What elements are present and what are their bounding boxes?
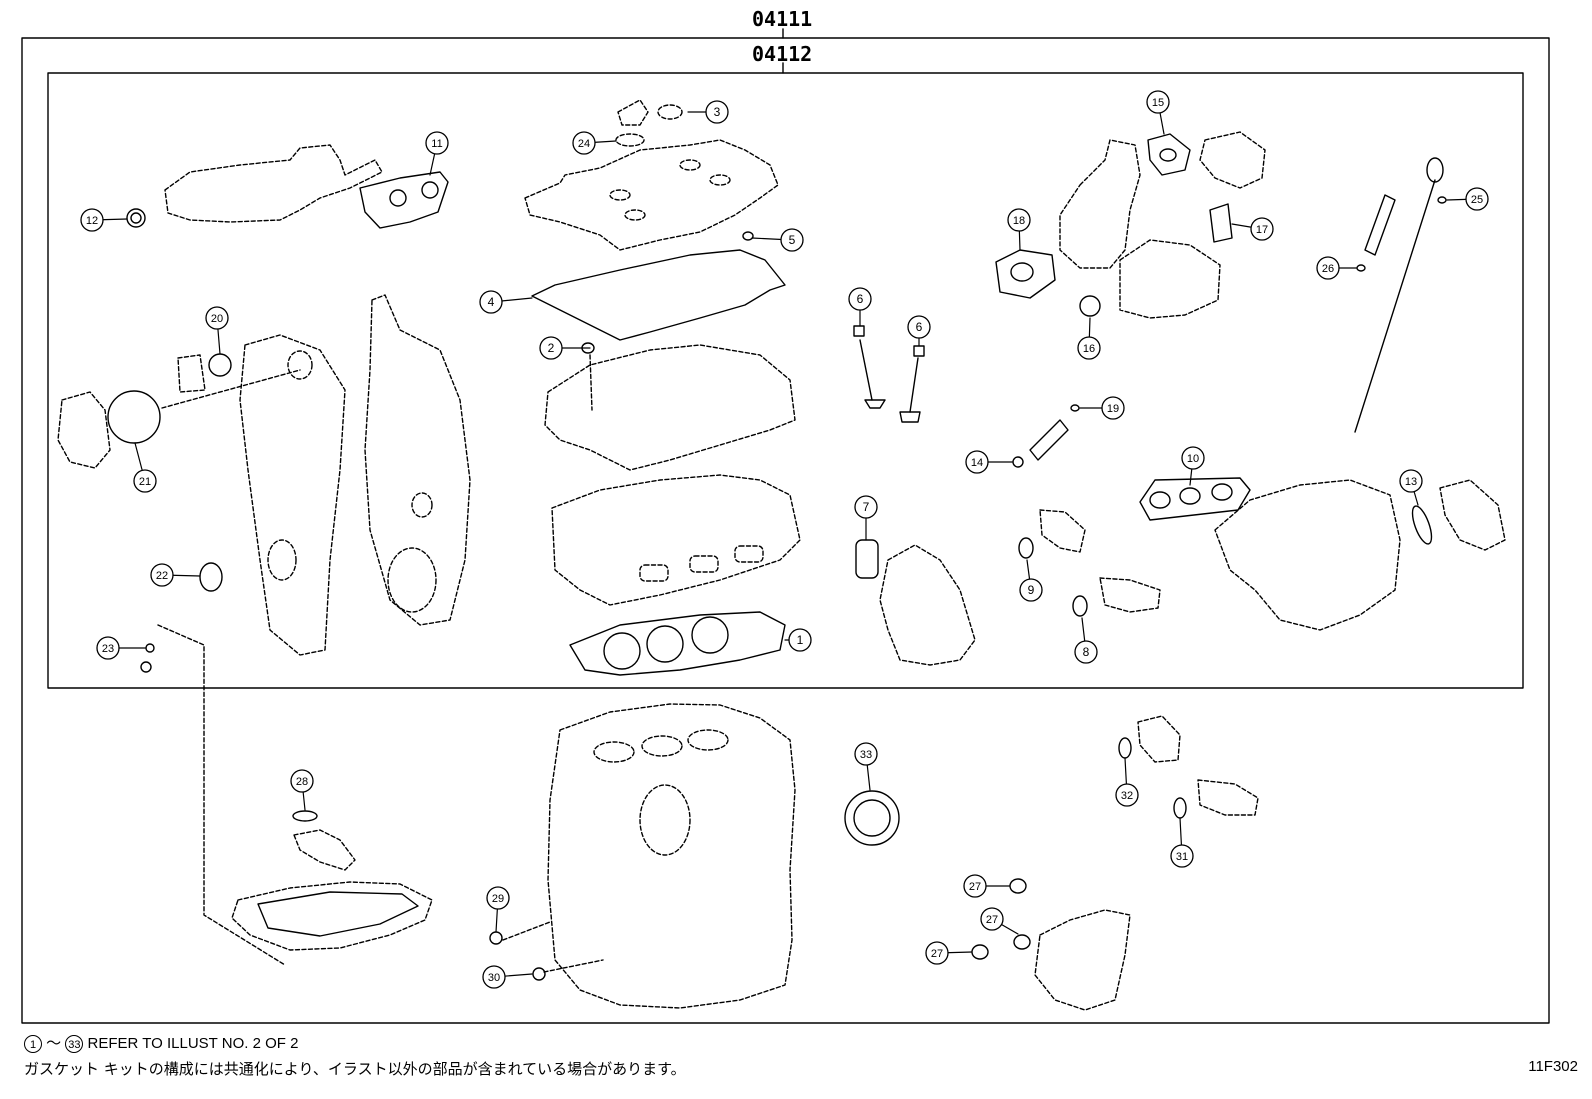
part-callout-circle bbox=[150, 563, 174, 587]
japanese-note: ガスケット キットの構成には共通化により、イラスト以外の部品が含まれている場合が… bbox=[24, 1060, 686, 1078]
cylinder-block-drawing bbox=[547, 703, 796, 1009]
part-callout-circle bbox=[479, 290, 503, 314]
part-callout-circle bbox=[290, 769, 314, 793]
part-callout-circle bbox=[963, 874, 987, 898]
part-callout-number: 7 bbox=[863, 500, 870, 514]
part-callout-number: 32 bbox=[1121, 790, 1133, 802]
camshaft-housing-drawing bbox=[544, 344, 796, 471]
part-callout-number: 2 bbox=[548, 341, 555, 355]
part-callout-number: 25 bbox=[1471, 194, 1483, 206]
part-callout-circle bbox=[80, 208, 104, 232]
part-callout-circle bbox=[1007, 208, 1031, 232]
part-callout-circle bbox=[1115, 783, 1139, 807]
part-callout-number: 28 bbox=[296, 776, 308, 788]
part-callout-number: 27 bbox=[986, 914, 998, 926]
part-callout-number: 27 bbox=[969, 881, 981, 893]
part-callout-number: 1 bbox=[797, 633, 804, 647]
head-gasket-drawing bbox=[569, 611, 786, 676]
part-callout-number: 29 bbox=[492, 893, 504, 905]
part-callout-number: 12 bbox=[86, 215, 98, 227]
part-callout-number: 19 bbox=[1107, 403, 1119, 415]
part-drawings bbox=[57, 99, 1506, 1011]
cylinder-head-drawing bbox=[551, 474, 801, 606]
part-callout-number: 18 bbox=[1013, 215, 1025, 227]
part-callout-circle bbox=[848, 287, 872, 311]
part-callout-number: 26 bbox=[1322, 263, 1334, 275]
part-callout-number: 33 bbox=[860, 749, 872, 761]
part-callout-circle bbox=[1146, 90, 1170, 114]
part-callout-number: 15 bbox=[1152, 97, 1164, 109]
part-callout-number: 20 bbox=[211, 313, 223, 325]
part-callout-number: 23 bbox=[102, 643, 114, 655]
timing-cover-right-drawing bbox=[364, 294, 471, 626]
refer-note: 1 ～ 33 REFER TO ILLUST NO. 2 OF 2 bbox=[24, 1032, 299, 1054]
part-callout-circle bbox=[482, 965, 506, 989]
part-callout-circle bbox=[1019, 578, 1043, 602]
part-callout-number: 31 bbox=[1176, 851, 1188, 863]
intake-manifold-drawing bbox=[1214, 479, 1401, 631]
part-callout-circle bbox=[96, 636, 120, 660]
timing-cover-left-drawing bbox=[239, 334, 346, 656]
part-callout-number: 3 bbox=[714, 105, 721, 119]
part-callout-number: 27 bbox=[931, 948, 943, 960]
part-callout-number: 8 bbox=[1083, 645, 1090, 659]
part-callout-circle bbox=[425, 131, 449, 155]
part-callout-circle bbox=[205, 306, 229, 330]
outer-code-label: 04111 bbox=[752, 7, 813, 31]
part-callout-circle bbox=[980, 907, 1004, 931]
part-callout-number: 5 bbox=[789, 233, 796, 247]
part-callout-number: 22 bbox=[156, 570, 168, 582]
part-callout-circle bbox=[925, 941, 949, 965]
part-callout-circle bbox=[1101, 396, 1125, 420]
valve-cover-gasket-drawing bbox=[531, 249, 786, 341]
range-separator: ～ bbox=[46, 1035, 62, 1052]
part-callout-circle bbox=[788, 628, 812, 652]
part-callout-circle bbox=[486, 886, 510, 910]
valve-cover-drawing bbox=[524, 139, 779, 251]
part-callout-circle bbox=[907, 315, 931, 339]
part-callout-number: 16 bbox=[1083, 343, 1095, 355]
part-callout-number: 6 bbox=[916, 320, 923, 334]
part-callout-circle bbox=[1465, 187, 1489, 211]
refer-text: REFER TO ILLUST NO. 2 OF 2 bbox=[87, 1035, 299, 1052]
part-callout-number: 6 bbox=[857, 292, 864, 306]
part-callout-circle bbox=[1077, 336, 1101, 360]
part-callout-number: 17 bbox=[1256, 224, 1268, 236]
part-callout-circle bbox=[965, 450, 989, 474]
exhaust-manifold-drawing bbox=[164, 144, 383, 223]
inner-frame-04112 bbox=[47, 72, 1524, 689]
part-callout-number: 30 bbox=[488, 972, 500, 984]
oil-pan-drawing bbox=[231, 881, 433, 951]
part-callout-circle bbox=[133, 469, 157, 493]
part-callout-number: 4 bbox=[488, 295, 495, 309]
part-callout-circle bbox=[1316, 256, 1340, 280]
part-callouts: 1234566789101112131415161718192021222324… bbox=[80, 90, 1489, 989]
part-callout-number: 21 bbox=[139, 476, 151, 488]
part-callout-number: 14 bbox=[971, 457, 983, 469]
part-callout-circle bbox=[572, 131, 596, 155]
part-callout-circle bbox=[705, 100, 729, 124]
part-callout-circle bbox=[854, 495, 878, 519]
part-callout-circle bbox=[1181, 446, 1205, 470]
part-callout-number: 11 bbox=[431, 138, 442, 150]
part-callout-number: 24 bbox=[578, 138, 590, 150]
part-callout-circle bbox=[780, 228, 804, 252]
range-start-callout: 1 bbox=[24, 1035, 42, 1054]
part-callout-circle bbox=[1170, 844, 1194, 868]
illustration-code: 11F302 bbox=[1528, 1058, 1578, 1075]
inner-code-label: 04112 bbox=[752, 42, 813, 66]
part-callout-circle bbox=[1250, 217, 1274, 241]
range-end-callout: 33 bbox=[65, 1035, 84, 1054]
part-callout-number: 10 bbox=[1187, 453, 1199, 465]
part-callout-circle bbox=[539, 336, 563, 360]
part-callout-number: 13 bbox=[1405, 476, 1417, 488]
part-callout-circle bbox=[1399, 469, 1423, 493]
outer-frame-04111 bbox=[21, 37, 1550, 1024]
part-callout-number: 9 bbox=[1028, 583, 1035, 597]
part-callout-circle bbox=[854, 742, 878, 766]
part-callout-circle bbox=[1074, 640, 1098, 664]
